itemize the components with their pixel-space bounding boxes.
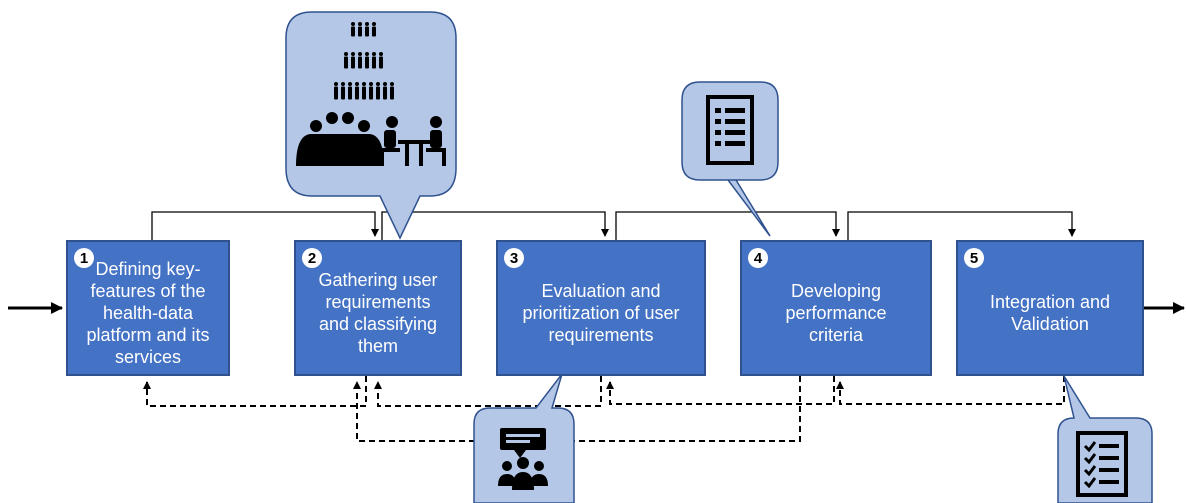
step-number-badge: 2 [302,248,322,268]
step-label: Defining key- features of the health-dat… [86,259,210,367]
step-number-badge: 3 [504,248,524,268]
feedback-4-2 [353,376,801,442]
step-box-5: 5 Integration and Validation [956,240,1144,376]
feedback-2-1 [143,376,367,407]
callout-stakeholders [285,11,457,240]
connector-3-4 [615,211,840,240]
connector-4-5 [847,211,1076,240]
step-box-4: 4 Developing performance criteria [740,240,932,376]
checklist-icon [706,95,754,165]
step-label: Integration and Validation [989,292,1111,334]
step-label: Evaluation and prioritization of user re… [522,281,680,345]
feedback-3-2 [374,376,602,407]
connector-1-2 [151,211,379,240]
group-discussion-icon [498,428,548,490]
step-box-3: 3 Evaluation and prioritization of user … [496,240,706,376]
people-pyramid-icon [334,22,394,100]
feedback-5-4 [836,376,1065,405]
callout-checklist [681,81,779,237]
feedback-4-3 [606,376,835,405]
step-label: Gathering user requirements and classify… [318,270,438,356]
meeting-icon [296,112,384,166]
step-box-1: 1 Defining key- features of the health-d… [66,240,230,376]
connector-2-3 [381,211,609,240]
feedforward-connectors [151,211,1076,240]
step-number-badge: 1 [74,248,94,268]
validation-checklist-icon [1076,431,1128,497]
step-number-badge: 4 [748,248,768,268]
step-label: Developing performance criteria [785,281,887,345]
step-number-badge: 5 [964,248,984,268]
step-box-2: 2 Gathering user requirements and classi… [294,240,462,376]
callout-validation [1057,375,1153,503]
feedback-connectors [143,376,1065,442]
callout-discussion [473,373,575,503]
interview-icon [380,116,446,166]
